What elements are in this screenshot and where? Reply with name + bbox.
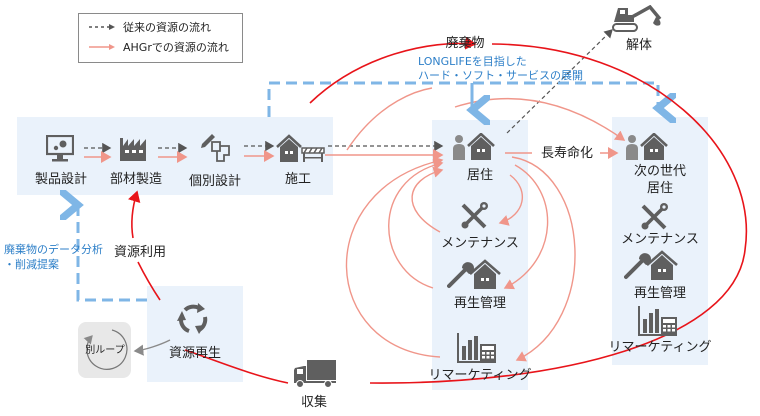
demolition-label: 解体	[625, 38, 652, 53]
legend-label: AHGrでの資源の流れ	[123, 41, 229, 54]
living-label-residence: 居住	[466, 168, 493, 183]
recycling-label: 資源再生	[168, 346, 221, 361]
next-gen-label-maintenance: メンテナンス	[621, 232, 699, 247]
tools-icon	[641, 203, 668, 230]
maintenance-loop-right	[498, 174, 523, 226]
factory-icon	[120, 138, 146, 161]
legend-label: 従来の資源の流れ	[123, 21, 211, 34]
living-label-remarketing: リマーケティング	[428, 368, 532, 383]
other-loop-circle	[83, 329, 128, 370]
resource-use-arrow	[128, 190, 141, 239]
remarketing-loop-right	[511, 156, 576, 362]
info-flow-left	[78, 205, 147, 302]
wrench-house-icon	[624, 250, 678, 280]
regen-loop-right	[503, 164, 549, 290]
person-house-icon	[626, 133, 668, 160]
house-barrier-icon	[276, 134, 325, 162]
waste-label: 廃棄物	[445, 36, 485, 51]
other-loop-arrow	[133, 339, 171, 356]
data-analysis-annotation-line2: ・削減提案	[4, 258, 59, 271]
process-arrows	[84, 140, 444, 163]
living-label-maintenance: メンテナンス	[441, 236, 519, 251]
chart-calculator-icon	[638, 306, 677, 336]
recycling-panel	[147, 286, 243, 382]
person-house-icon	[453, 133, 495, 160]
tools-icon	[461, 202, 488, 229]
monitor-gear-icon	[46, 135, 74, 162]
chart-calculator-icon	[457, 333, 496, 363]
regen-loop-left	[388, 159, 444, 289]
dashed-arrow-icon	[89, 24, 115, 30]
step-label-component-manufacturing: 部材製造	[109, 172, 162, 187]
info-flow-top	[267, 81, 658, 117]
truck-icon	[294, 360, 336, 388]
excavator-icon	[612, 5, 662, 32]
wrench-house-icon	[447, 259, 501, 289]
recycle-arrows-icon	[177, 303, 208, 334]
legend-item-conventional: 従来の資源の流れ	[89, 18, 211, 36]
pencil-floorplan-icon	[201, 134, 230, 162]
longlife-annotation-line2: ハード・ソフト・サービスの展開	[418, 69, 583, 82]
waste-loop	[369, 43, 748, 384]
remarketing-loop-left	[345, 156, 444, 358]
resource-use-arrow	[137, 261, 161, 301]
step-label-construction: 施工	[284, 172, 311, 187]
collection-label: 収集	[300, 395, 327, 410]
waste-loop	[184, 349, 289, 384]
next-gen-label-remarketing: リマーケティング	[608, 340, 712, 355]
next-gen-label-regeneration: 再生管理	[633, 286, 686, 301]
solid-arrow-icon	[89, 44, 115, 50]
step-label-product-design: 製品設計	[34, 172, 87, 187]
construction-to-living-curve	[346, 87, 433, 151]
living-label-regeneration: 再生管理	[453, 296, 506, 311]
waste-loop	[309, 36, 477, 104]
longevity-label: 長寿命化	[540, 146, 593, 161]
next-gen-label-residence-line2: 居住	[646, 181, 673, 196]
legend-item-ahgr: AHGrでの資源の流れ	[89, 38, 229, 56]
step-label-individual-design: 個別設計	[188, 174, 241, 189]
data-analysis-annotation-line1: 廃棄物のデータ分析	[4, 243, 103, 256]
next-gen-label-residence-line1: 次の世代	[633, 164, 686, 179]
longlife-annotation-line1: LONGLIFEを目指した	[418, 55, 527, 68]
other-loop-label: 別ループ	[85, 345, 125, 356]
maintenance-loop-left	[411, 166, 444, 233]
legend: 従来の資源の流れ AHGrでの資源の流れ	[78, 13, 243, 63]
resource-use-label: 資源利用	[113, 245, 166, 260]
